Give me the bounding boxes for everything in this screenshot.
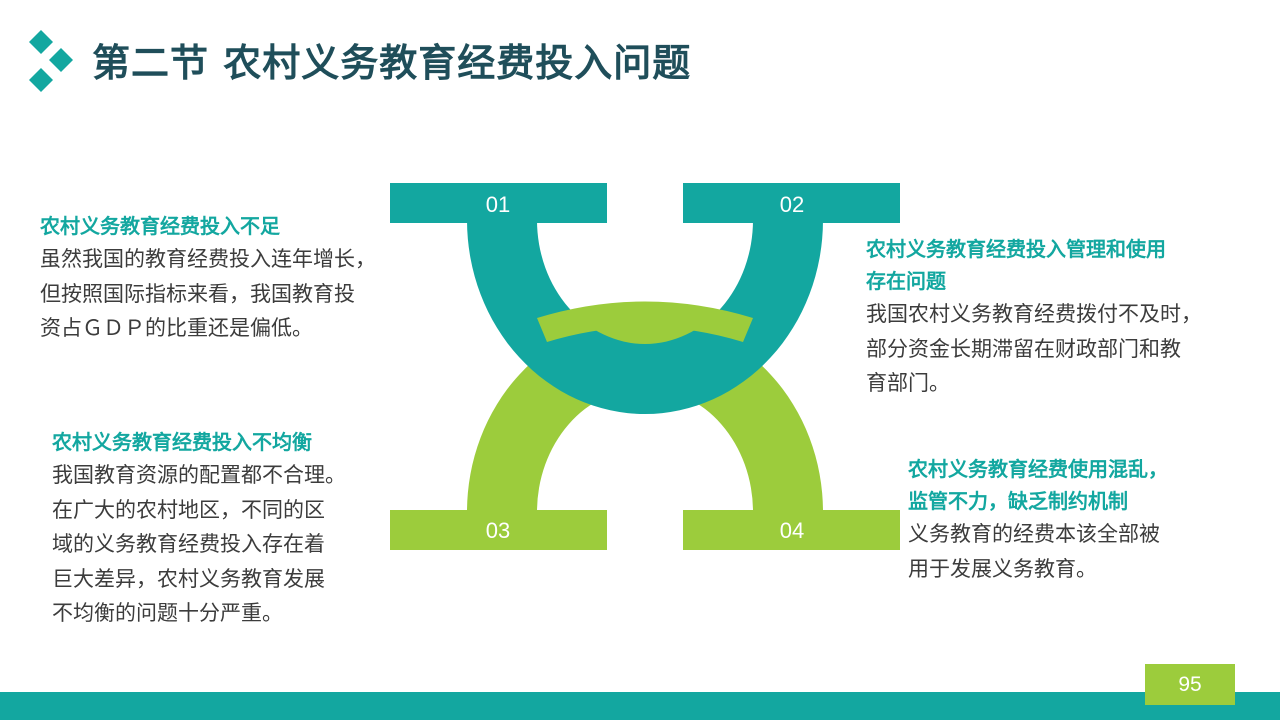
point-02: 农村义务教育经费投入管理和使用 存在问题 我国农村义务教育经费拨付不及时， 部分… [866,233,1266,401]
bar-01 [390,183,607,223]
point-04-heading: 监管不力，缺乏制约机制 [908,489,1128,513]
page-number: 95 [1145,664,1235,705]
point-03-line: 在广大的农村地区，不同的区 [52,497,325,522]
point-04-line: 用于发展义务教育。 [908,556,1097,581]
point-03: 农村义务教育经费投入不均衡 我国教育资源的配置都不合理。 在广大的农村地区，不同… [52,426,392,631]
page-title: 第二节 农村义务教育经费投入问题 [92,41,692,85]
point-04-heading: 农村义务教育经费使用混乱， [908,457,1168,481]
point-02-line: 部分资金长期滞留在财政部门和教 [866,336,1181,361]
point-01-heading: 农村义务教育经费投入不足 [40,214,280,238]
point-02-heading: 存在问题 [866,269,946,293]
point-03-line: 巨大差异，农村义务教育发展 [52,566,325,591]
point-02-line: 我国农村义务教育经费拨付不及时， [866,302,1202,326]
point-01-line: 但按照国际指标来看，我国教育投 [40,281,355,306]
point-01: 农村义务教育经费投入不足 虽然我国的教育经费投入连年增长， 但按照国际指标来看，… [40,210,420,346]
point-02-heading: 农村义务教育经费投入管理和使用 [866,237,1166,261]
label-01: 01 [486,192,510,217]
green-over-teal [537,301,753,342]
point-03-line: 不均衡的问题十分严重。 [52,601,283,625]
point-03-heading: 农村义务教育经费投入不均衡 [52,430,312,454]
point-01-line: 资占ＧＤＰ的比重还是偏低。 [40,316,313,340]
label-02: 02 [780,192,804,217]
footer-bar [0,692,1280,720]
label-03: 03 [486,518,510,543]
bar-03 [390,510,607,550]
teal-arch [467,220,823,414]
point-03-line: 我国教育资源的配置都不合理。 [52,463,346,487]
point-04-line: 义务教育的经费本该全部被 [908,522,1160,546]
bar-04 [683,510,900,550]
label-04: 04 [780,518,804,543]
point-03-line: 域的义务教育经费投入存在着 [52,532,325,556]
point-01-line: 虽然我国的教育经费投入连年增长， [40,247,376,271]
bar-02 [683,183,900,223]
logo-diamonds-icon [29,30,73,92]
point-02-line: 育部门。 [866,371,950,395]
point-04: 农村义务教育经费使用混乱， 监管不力，缺乏制约机制 义务教育的经费本该全部被 用… [908,453,1258,586]
